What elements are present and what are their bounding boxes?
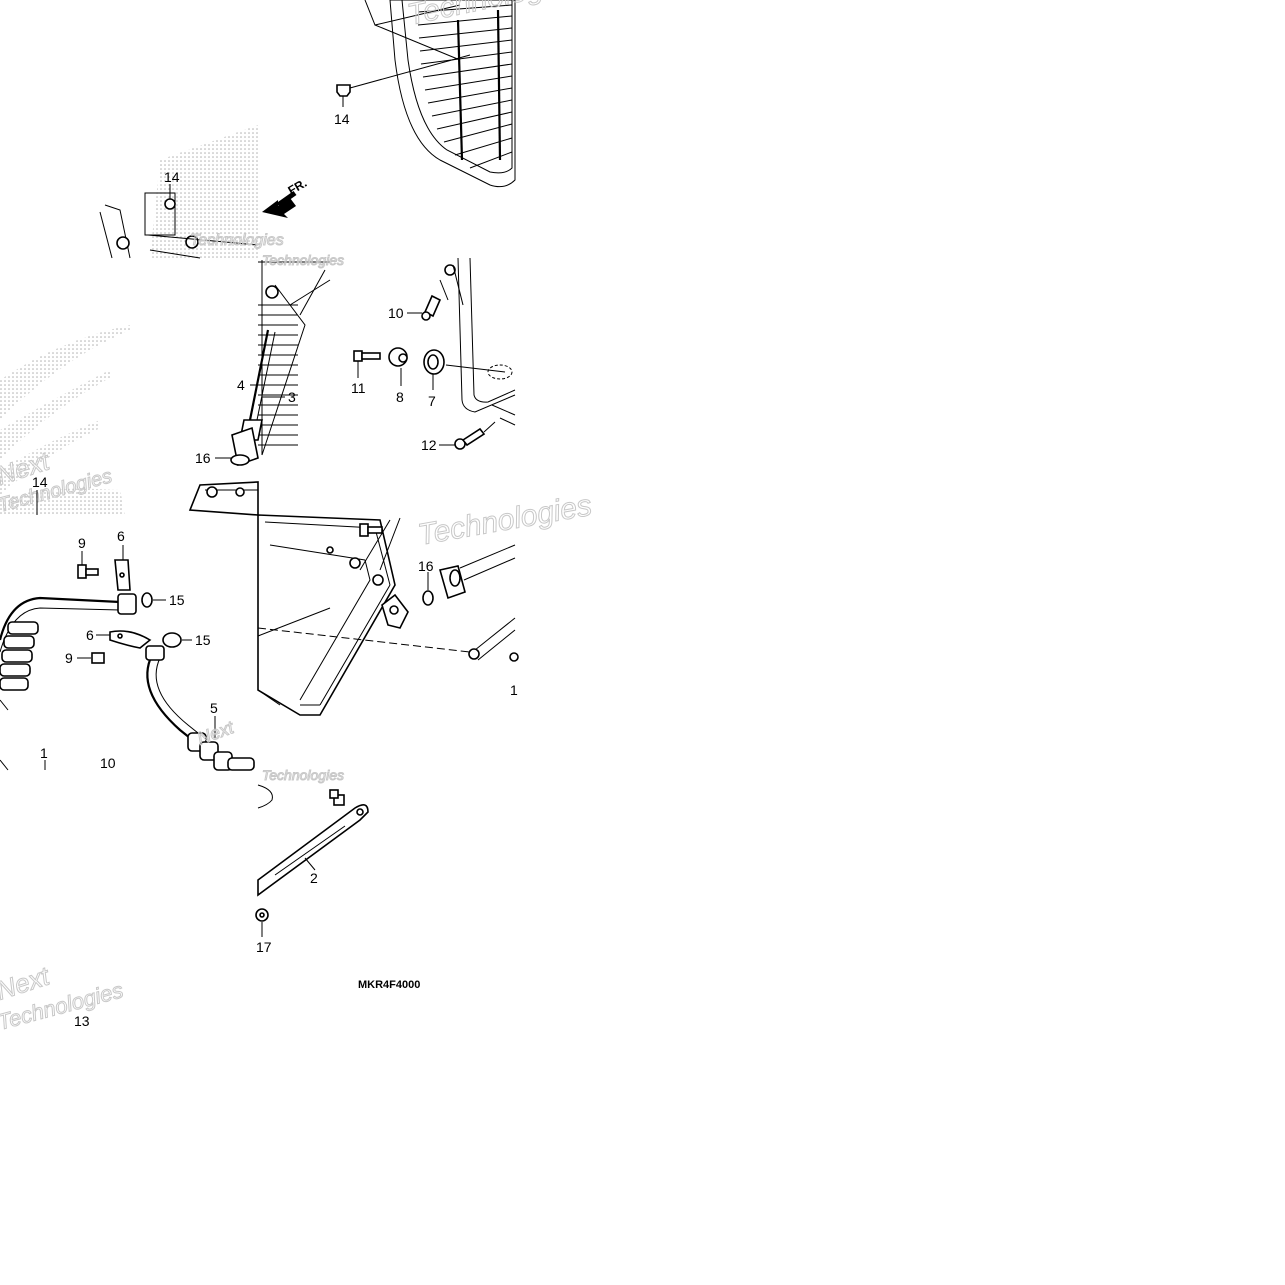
tile-radiator-side: 4 3 16 Technologies — [188, 252, 345, 516]
callout-11: 11 — [351, 380, 366, 396]
cooler-fitting — [381, 593, 409, 629]
callout-1-hoses: 1 — [40, 745, 48, 761]
callout-16-mid: 16 — [195, 450, 211, 466]
callout-16-cooler: 16 — [418, 558, 434, 574]
tile-grille: 14 14 FR. Technologies Technologies — [99, 0, 584, 259]
watermark-text: Technologies — [262, 767, 344, 783]
callout-15-lower: 15 — [195, 632, 211, 648]
nut-17 — [255, 908, 269, 937]
tile-wing: Next Technologies 14 — [0, 325, 130, 517]
collar-8 — [388, 347, 408, 386]
callout-1-cooler: 1 — [510, 682, 518, 698]
grille-slats — [417, 4, 513, 169]
tile-hoses: 6 9 15 6 15 9 — [0, 528, 255, 771]
callout-15-upper: 15 — [169, 592, 185, 608]
callout-14-top: 14 — [334, 111, 350, 127]
part-code: MKR4F4000 — [358, 979, 420, 991]
bolt-9-lower — [77, 652, 105, 664]
callout-9-lower: 9 — [65, 650, 73, 666]
hose-5-fitting — [187, 732, 255, 771]
callout-10-hoses: 10 — [100, 755, 116, 771]
callout-10-mount: 10 — [388, 305, 404, 321]
callout-14-wing: 14 — [32, 474, 48, 490]
callout-6-upper: 6 — [117, 528, 125, 544]
grommet-7 — [423, 349, 445, 390]
callout-4: 4 — [237, 377, 245, 393]
plate-6-lower — [96, 630, 152, 649]
watermark-text: Technologies — [415, 489, 594, 552]
bolt-11 — [353, 350, 381, 378]
plate-6-upper — [114, 545, 131, 591]
watermark-text: Technologies — [262, 252, 344, 268]
tile-cooler: 16 1 Technologies — [257, 488, 595, 716]
hose-fitting — [0, 621, 39, 691]
tile-stay: 2 17 MKR4F4000 Technologies — [255, 767, 420, 991]
front-direction-arrow: FR. — [262, 176, 309, 218]
bolt-cooler-top — [359, 523, 383, 537]
callout-14-left: 14 — [164, 169, 180, 185]
watermark-text: Technologies — [405, 0, 584, 32]
bolt-stay — [329, 789, 345, 806]
clip-14-left — [164, 184, 176, 210]
bolt-12 — [439, 421, 496, 450]
callout-9-upper: 9 — [78, 535, 86, 551]
tile-bottom-left: Next Technologies 13 — [0, 960, 126, 1036]
tile-mount: 10 11 8 7 12 — [351, 257, 516, 453]
callout-8: 8 — [396, 389, 404, 405]
watermark-text: Technologies — [190, 232, 284, 249]
pipe-16 — [422, 544, 516, 606]
callout-17: 17 — [256, 939, 272, 955]
clip-14-top — [336, 54, 471, 107]
callout-3: 3 — [288, 389, 296, 405]
callout-12: 12 — [421, 437, 437, 453]
callout-5: 5 — [210, 700, 218, 716]
callout-13: 13 — [74, 1013, 90, 1029]
callout-7: 7 — [428, 393, 436, 409]
callout-6-lower: 6 — [86, 627, 94, 643]
bolt-9-upper — [77, 551, 99, 579]
bolt-10 — [407, 294, 442, 321]
callout-2: 2 — [310, 870, 318, 886]
